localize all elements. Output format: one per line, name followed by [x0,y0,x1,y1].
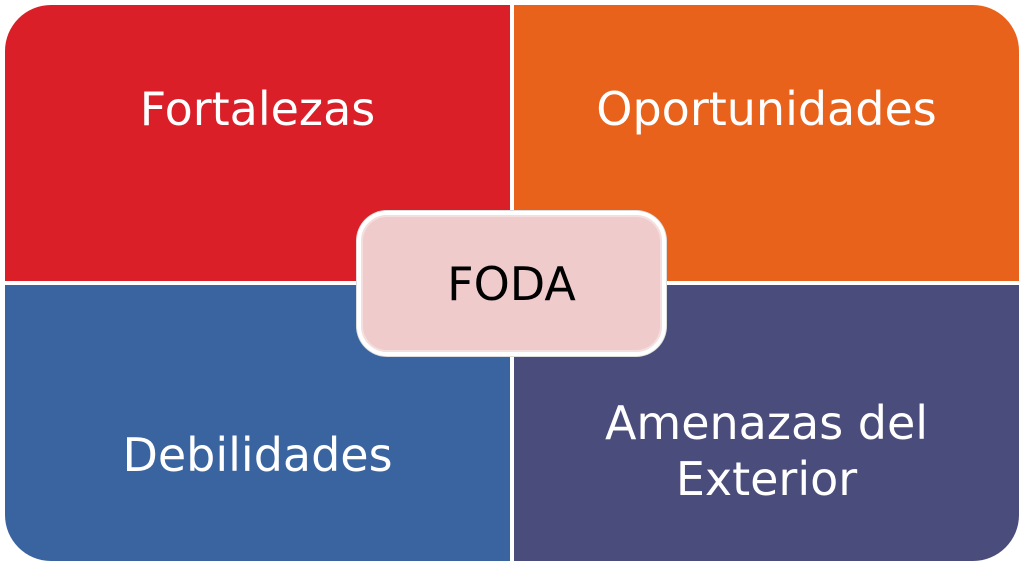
foda-label: FODA [447,256,576,311]
quadrant-debilidades: Debilidades [5,285,510,561]
oportunidades-label: Oportunidades [596,82,937,136]
amenazas-label: Amenazas del Exterior [604,396,929,506]
fortalezas-label: Fortalezas [139,82,376,136]
quadrant-fortalezas: Fortalezas [5,5,510,281]
center-foda-box: FODA [357,211,666,356]
debilidades-label: Debilidades [122,428,393,482]
